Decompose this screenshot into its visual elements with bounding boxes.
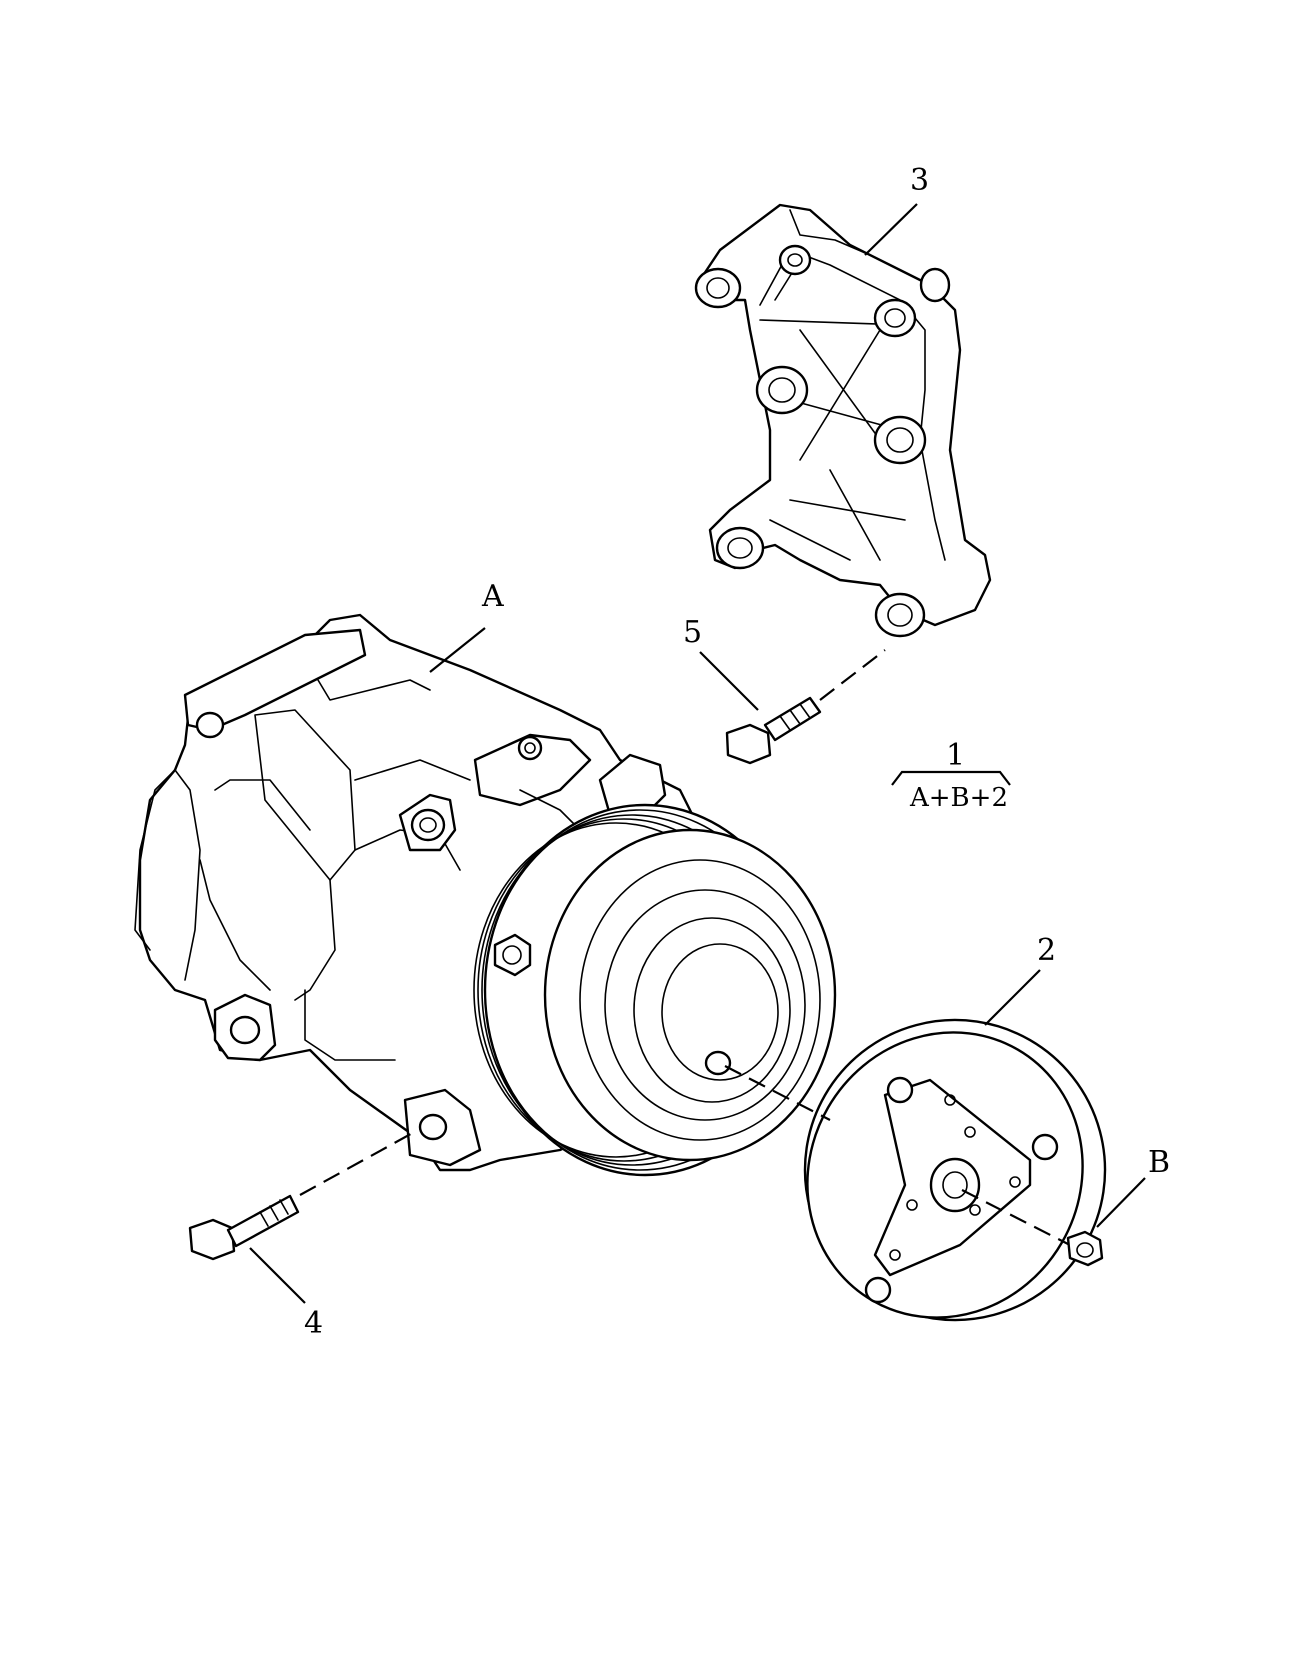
leader-5 — [699, 651, 759, 711]
leader-3 — [864, 203, 918, 256]
leader-4 — [249, 1247, 306, 1304]
mounting-bracket — [694, 203, 992, 638]
callout-1: 1 — [946, 738, 965, 773]
leader-B — [1096, 1177, 1146, 1228]
kit-bracket-line — [891, 770, 1011, 786]
callout-B: B — [1148, 1145, 1170, 1180]
callout-3: 3 — [910, 163, 929, 198]
clutch-nut — [1066, 1230, 1104, 1267]
compressor-assembly — [134, 613, 837, 1177]
axis-bolt4 — [299, 1129, 419, 1196]
clutch-plate — [803, 1018, 1107, 1322]
axis-bolt5 — [819, 649, 886, 701]
lower-bolt — [188, 1194, 300, 1261]
callout-A: A — [481, 579, 504, 614]
callout-1-formula: A+B+2 — [909, 783, 1008, 813]
leader-A — [429, 627, 486, 673]
callout-4: 4 — [304, 1306, 323, 1341]
callout-2: 2 — [1037, 933, 1056, 968]
callout-5: 5 — [683, 615, 702, 650]
axis-nut — [961, 1189, 1069, 1245]
kit-callout-1: 1 A+B+2 — [891, 738, 1011, 813]
upper-bolt — [725, 696, 822, 765]
axis-pulley — [724, 1065, 831, 1121]
leader-2 — [984, 969, 1041, 1026]
